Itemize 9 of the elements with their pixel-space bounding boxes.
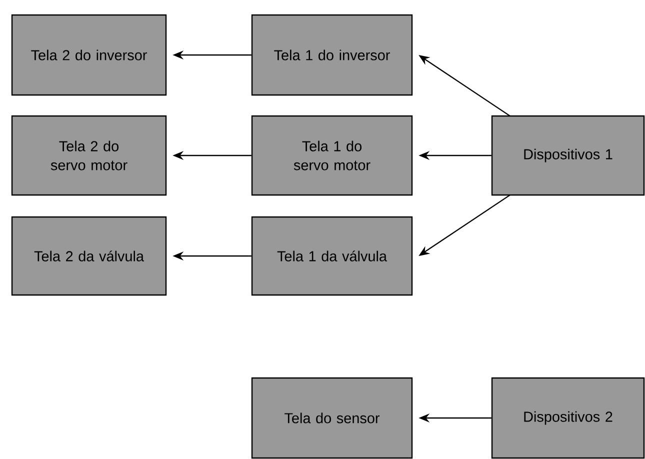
screen-box: Dispositivos 1 xyxy=(491,115,645,196)
screen-box: Tela 2 da válvula xyxy=(11,216,167,296)
screen-box: Tela 1 da válvula xyxy=(251,216,413,296)
screen-box: Tela do sensor xyxy=(251,377,413,459)
screen-box: Dispositivos 2 xyxy=(491,377,645,459)
screen-box: Tela 2 do servo motor xyxy=(11,115,167,196)
screen-box: Tela 1 do servo motor xyxy=(251,115,413,196)
screen-box: Tela 1 do inversor xyxy=(251,14,413,96)
screen-box: Tela 2 do inversor xyxy=(11,14,167,96)
